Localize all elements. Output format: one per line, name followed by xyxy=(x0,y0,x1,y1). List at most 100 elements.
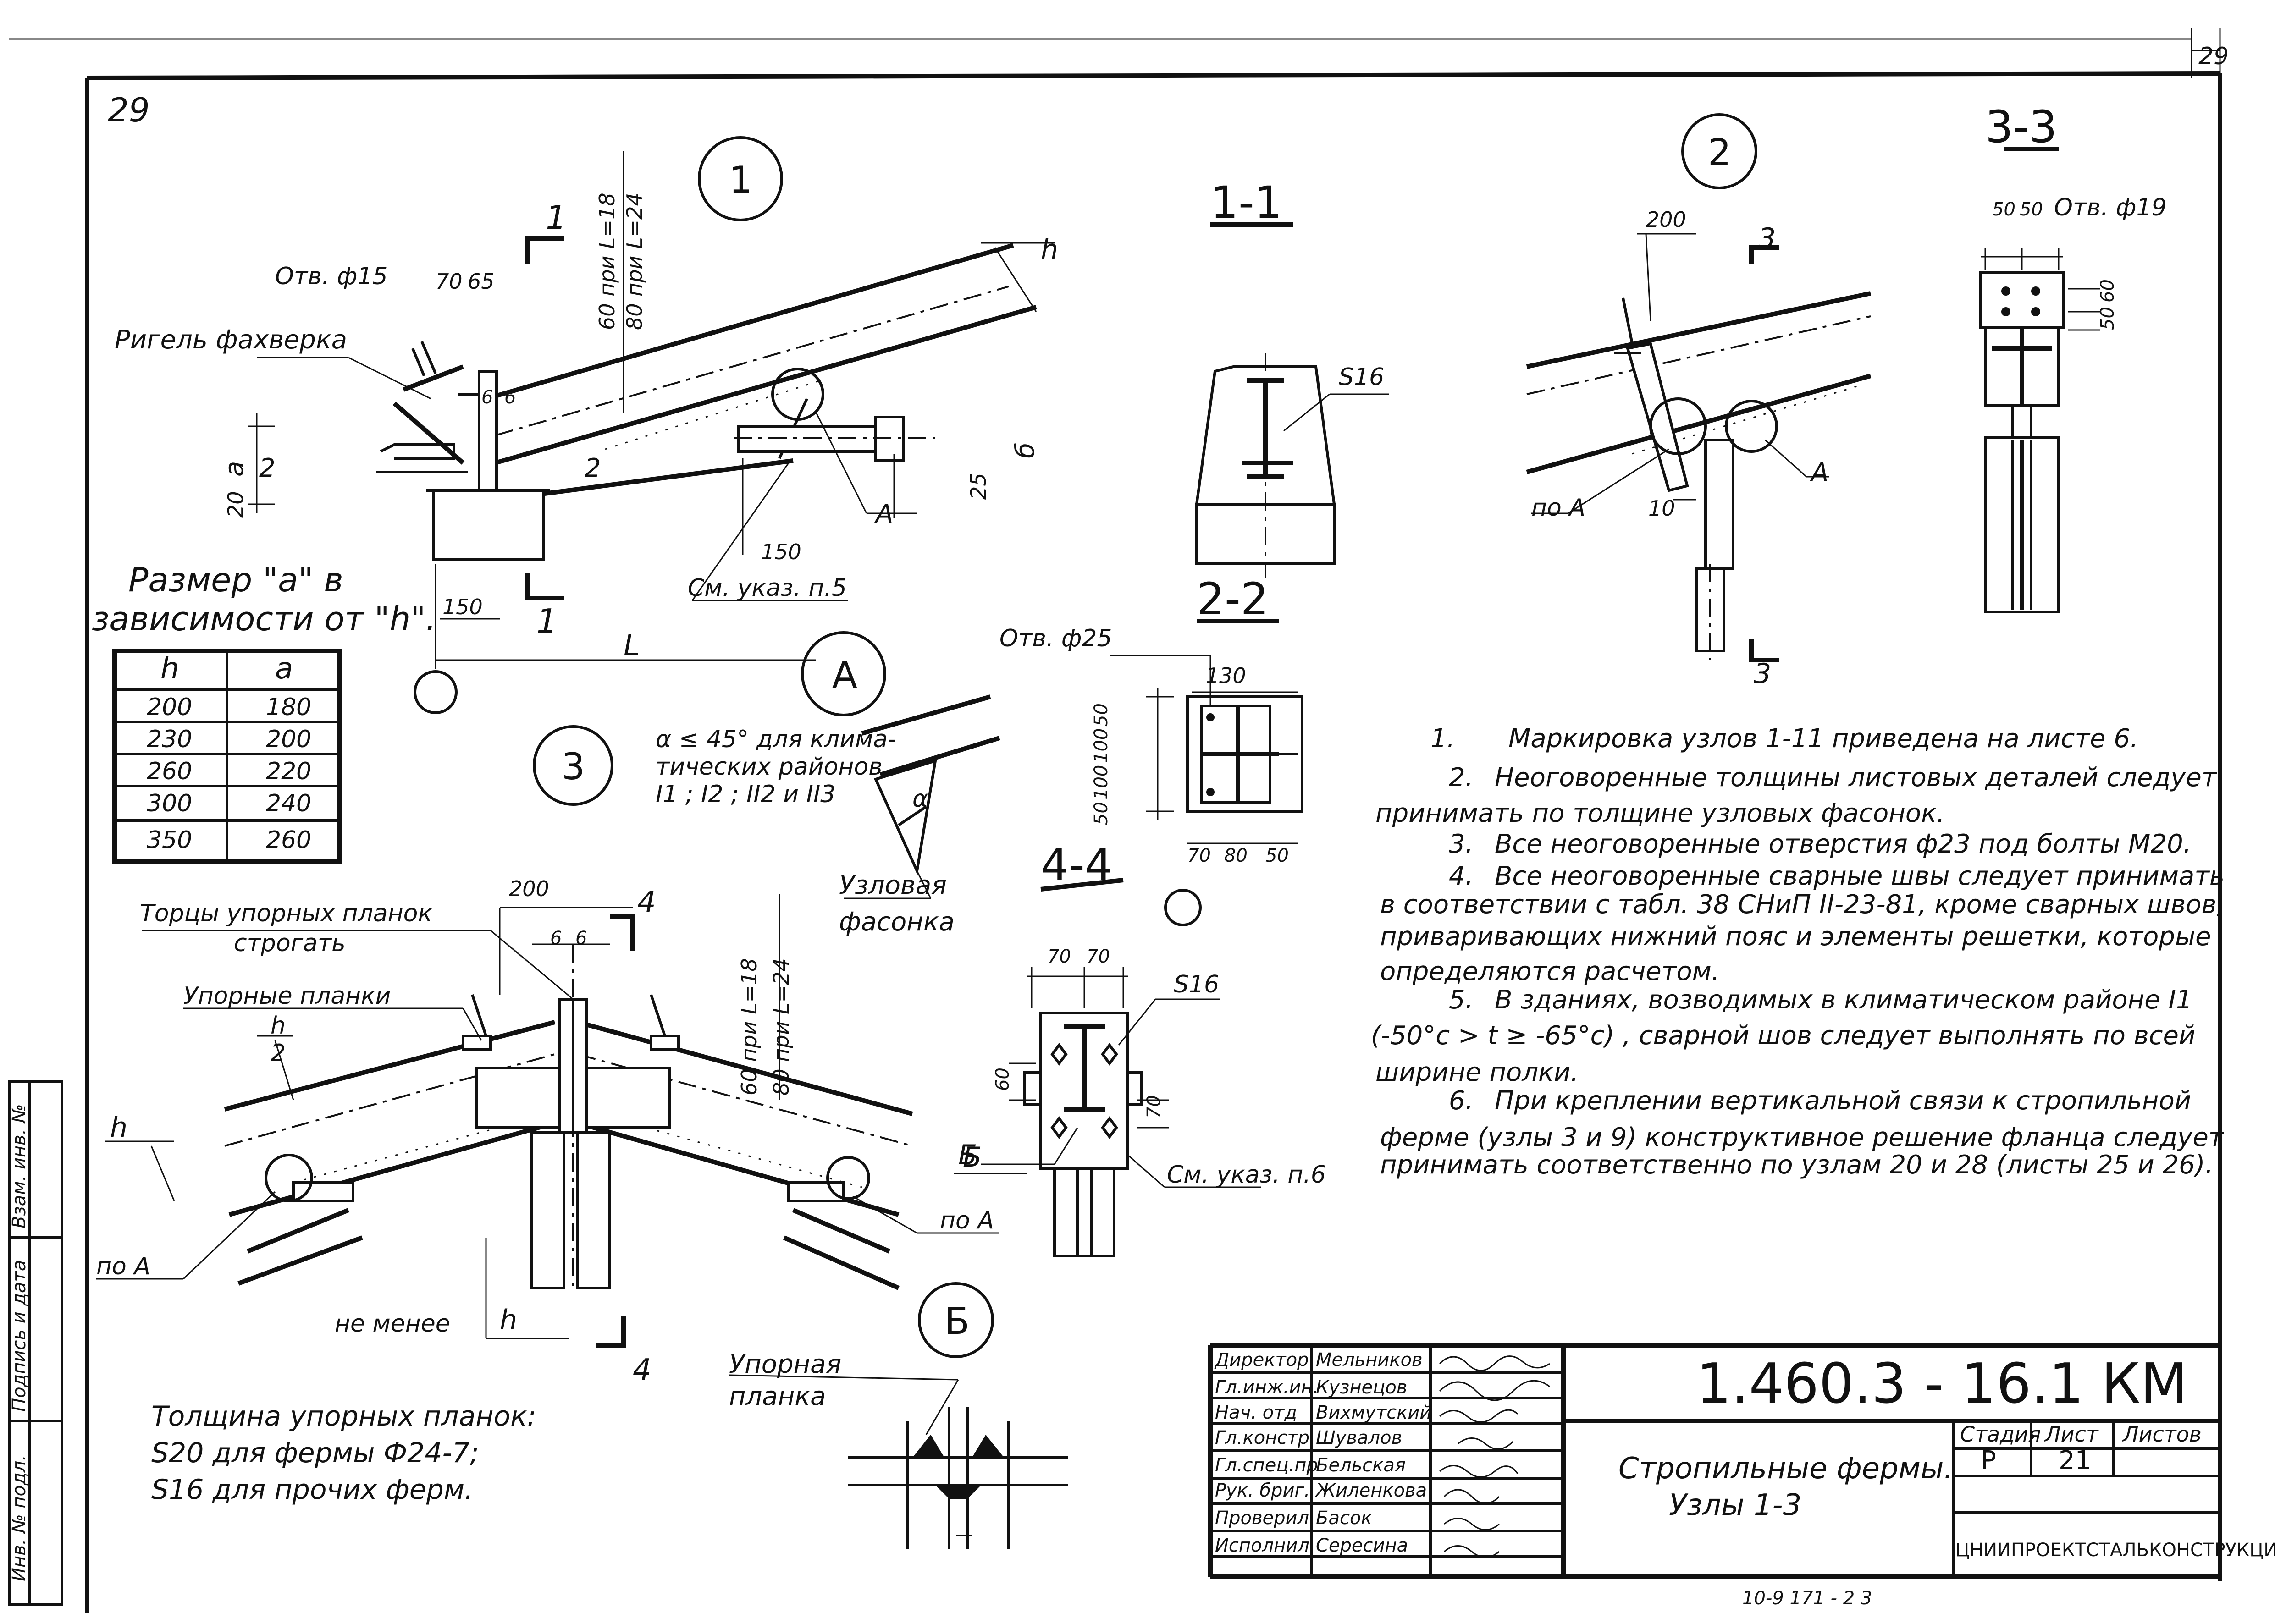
node-3-h-bottom: h xyxy=(500,1304,517,1336)
title-block-stage-label: Стадия xyxy=(1960,1422,2041,1447)
node-3-thickness-note-1: Толщина упорных планок: xyxy=(151,1400,536,1432)
node-3-dim-200: 200 xyxy=(509,876,549,901)
notes-block: 1. Маркировка узлов 1-11 приведена на ли… xyxy=(1371,724,2225,1180)
staff-role: Гл.спец.пр xyxy=(1215,1455,1318,1476)
section-3-3-vdim-50: 50 xyxy=(2097,307,2118,330)
note-line: в соответствии с табл. 38 СНиП II-23-81,… xyxy=(1380,890,2225,919)
node-3-dim-80: 80 при L=24 xyxy=(769,958,794,1096)
page-number-top-right: 29 xyxy=(2198,43,2229,70)
node-1-dim-80: 80 при L=24 xyxy=(622,193,647,330)
page-number-top-left: 29 xyxy=(108,91,150,129)
node-a-note-1: α ≤ 45° для клима- xyxy=(656,726,896,753)
node-1-section-mark-bottom: 1 xyxy=(536,602,558,640)
node-3-h2-num: h xyxy=(271,1012,286,1040)
size-caption-1: Размер "а" в xyxy=(128,561,343,599)
node-1-a: a xyxy=(220,461,249,477)
size-table-cell: 230 xyxy=(147,726,192,753)
section-3-3-title: 3-3 xyxy=(1985,101,2057,153)
note-line: ширине полки. xyxy=(1375,1057,1579,1087)
staff-role: Проверил xyxy=(1215,1508,1309,1529)
title-block-sheet-label: Лист xyxy=(2044,1422,2099,1447)
size-table-cell: 260 xyxy=(266,826,311,854)
note-line: Все неоговоренные отверстия ф23 под болт… xyxy=(1495,829,2192,859)
staff-name: Шувалов xyxy=(1316,1427,1402,1448)
node-1-dim-150-mid: 150 xyxy=(761,539,801,564)
section-1-1-drawing xyxy=(1195,222,1389,578)
size-table-cell: 200 xyxy=(266,726,311,753)
title-block-title-1: Стропильные фермы. xyxy=(1618,1452,1953,1486)
node-3-drawing xyxy=(96,725,999,1348)
node-1-dim-6b: 6 xyxy=(504,387,516,408)
note-line: Маркировка узлов 1-11 приведена на листе… xyxy=(1508,724,2138,754)
node-3-ne-menee: не менее xyxy=(335,1310,450,1338)
node-3-thickness-note-3: S16 для прочих ферм. xyxy=(151,1474,473,1506)
staff-name: Басок xyxy=(1316,1508,1372,1529)
node-3-section-mark-bottom: 4 xyxy=(633,1353,652,1387)
node-1-dim-150-left: 150 xyxy=(442,595,483,619)
node-1-h: h xyxy=(1041,234,1058,266)
section-3-3-dim-50a: 50 xyxy=(1992,199,2015,220)
node-a-note-2: тических районов xyxy=(656,753,883,781)
node-2-ref-a: A xyxy=(1810,458,1828,488)
node-a-label-2: фасонка xyxy=(839,907,955,937)
title-block-organization: ЦНИИПРОЕКТСТАЛЬКОНСТРУКЦИЯ xyxy=(1955,1540,2275,1561)
size-table-header-h: h xyxy=(160,652,179,686)
note-line: приваривающих нижний пояс и элементы реш… xyxy=(1380,922,2211,952)
stamp-podpis-data: Подпись и дата xyxy=(9,1260,30,1412)
node-3-b-ref: Б xyxy=(958,1139,977,1171)
size-table-cell: 260 xyxy=(147,758,192,785)
note-line: В зданиях, возводимых в климатическом ра… xyxy=(1495,985,2192,1015)
staff-name: Мельников xyxy=(1316,1349,1423,1371)
size-table-cell: 300 xyxy=(147,790,192,817)
staff-role: Гл.констр xyxy=(1215,1427,1309,1448)
staff-role: Рук. бриг. xyxy=(1215,1480,1310,1501)
size-table-cell: 200 xyxy=(147,694,192,721)
stamp-vzam-inv: Взам. инв. № xyxy=(9,1104,30,1228)
staff-role: Директор xyxy=(1214,1349,1309,1371)
node-b-label-2: планка xyxy=(729,1382,826,1411)
section-4-4-title: 4-4 xyxy=(1041,839,1113,891)
node-3-h: h xyxy=(110,1112,127,1144)
sheet-frame xyxy=(9,28,2222,1613)
note-3: 3. Все неоговоренные отверстия ф23 под б… xyxy=(1449,829,2192,859)
note-number: 6. xyxy=(1449,1086,1473,1116)
staff-role: Исполнил xyxy=(1215,1535,1309,1556)
section-1-1-title: 1-1 xyxy=(1210,177,1282,228)
section-2-2-hdim: 50 xyxy=(1265,845,1289,866)
size-table-grid xyxy=(112,649,342,864)
section-3-3-hole: Отв. ф19 xyxy=(2054,194,2167,221)
section-2-2-vdim: 100 xyxy=(1091,728,1112,763)
section-2-2-drawing xyxy=(1110,619,1303,844)
node-3-tortsy-1: Торцы упорных планок xyxy=(140,900,432,927)
node-1-span: L xyxy=(624,629,640,663)
staff-name: Сересина xyxy=(1316,1535,1408,1556)
node-1-axis-circle xyxy=(414,670,458,714)
note-line: Все неоговоренные сварные швы следует пр… xyxy=(1495,861,2225,891)
staff-name: Жиленкова xyxy=(1314,1480,1427,1501)
note-number: 2. xyxy=(1449,763,1473,793)
size-table-cell: 220 xyxy=(266,758,311,785)
node-b-mark: Б xyxy=(944,1300,970,1343)
section-4-4-note-ref: См. указ. п.6 xyxy=(1167,1161,1326,1189)
node-1-b: б xyxy=(1010,442,1040,458)
note-number: 5. xyxy=(1449,985,1473,1015)
node-1-dim-20: 20 xyxy=(223,491,248,518)
note-line: (-50°c > t ≥ -65°c) , сварной шов следуе… xyxy=(1371,1021,2195,1051)
note-line: ферме (узлы 3 и 9) конструктивное решени… xyxy=(1380,1123,2224,1152)
node-3-section-mark-top: 4 xyxy=(637,886,656,919)
node-1-note-ref: См. указ. п.5 xyxy=(688,574,847,602)
node-3-h2-den: 2 xyxy=(271,1040,286,1067)
stamp-inv-podl: Инв. № подл. xyxy=(9,1455,30,1581)
staff-name: Кузнецов xyxy=(1316,1377,1407,1398)
staff-name: Вихмутский xyxy=(1316,1402,1431,1423)
node-2-section-mark-bottom: 3 xyxy=(1754,658,1771,690)
section-4-4-dim-70a: 70 xyxy=(1048,946,1071,967)
staff-role: Нач. отд xyxy=(1215,1402,1297,1423)
node-1-rigel-label: Ригель фахверка xyxy=(115,325,347,355)
node-1-dim-65: 65 xyxy=(468,269,495,294)
node-2-po-a: по А xyxy=(1531,494,1585,522)
title-block-code: 1.460.3 - 16.1 КМ xyxy=(1696,1352,2188,1416)
note-line: Неоговоренные толщины листовых деталей с… xyxy=(1495,763,2217,793)
section-4-4-dim-70v: 70 xyxy=(1143,1095,1165,1118)
